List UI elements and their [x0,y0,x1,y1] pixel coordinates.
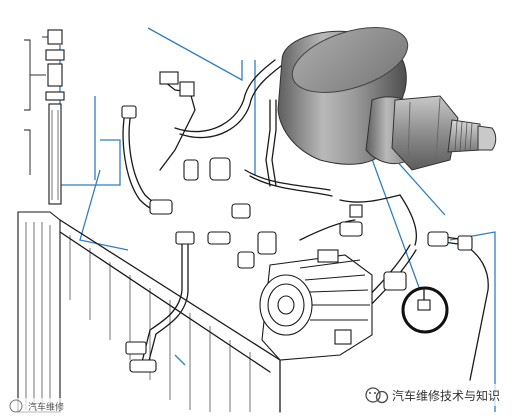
brand-watermark: 汽车维修技术与知识 [358,384,520,406]
sensor-small-symbol [417,289,431,311]
brand-watermark-text: 汽车维修技术与知识 [392,388,500,403]
high-pressure-sensor [277,27,497,171]
wechat-icon [365,387,389,404]
sensor-mount-circle [401,286,449,334]
corner-watermark-text: 汽车维修 [28,401,64,412]
condenser [17,211,281,413]
receiver-drier [24,29,65,205]
corner-watermark: 汽车维修 [2,398,74,414]
ac-compressor [259,249,373,361]
fittings [121,71,473,373]
